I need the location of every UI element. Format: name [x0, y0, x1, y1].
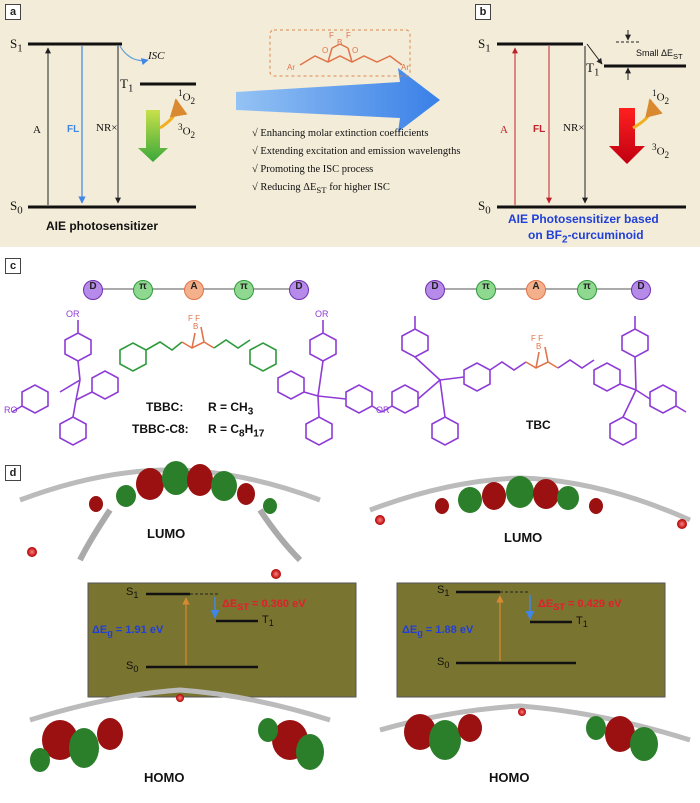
panel-label-a: a [5, 4, 21, 20]
t1-label: T1 [120, 76, 134, 95]
de-st-right: ΔEST = 0.429 eV [538, 598, 622, 613]
red-down-arrow [609, 108, 645, 164]
de-st-left: ΔEST = 0.360 eV [222, 598, 306, 613]
bf2-structure-box [269, 29, 411, 77]
bf2-structure-lines [299, 43, 403, 66]
s0-label-d-left: S0 [126, 660, 139, 675]
point-2: √ Extending excitation and emission wave… [252, 146, 461, 157]
struct-o2: O [352, 46, 359, 55]
s1-label-d-right: S1 [437, 584, 450, 599]
singlet-oxygen-label: 1O2 [178, 88, 196, 106]
point-1: √ Enhancing molar extinction coefficient… [252, 128, 429, 139]
s1-label-b: S1 [478, 36, 491, 55]
s0-label-d-right: S0 [437, 656, 450, 671]
jablonski-diagram-b [497, 30, 686, 209]
point-4: √ Reducing ΔEST for higher ISC [252, 182, 390, 196]
singlet-oxygen-label-b: 1O2 [652, 88, 670, 106]
isc-arrow-b [586, 43, 603, 65]
triplet-oxygen-label: 3O2 [178, 122, 196, 140]
tbc-f-b: F F [531, 334, 544, 343]
s0-label-b: S0 [478, 198, 491, 217]
chain-right-donor-2: D [631, 280, 651, 300]
chain-left-donor-2: D [289, 280, 309, 300]
absorption-label: A [33, 124, 41, 136]
tbbc-r: R = CH3 [208, 400, 254, 418]
tbbc-or-right: OR [376, 405, 390, 415]
chain-left-acceptor: A [184, 280, 204, 300]
tbbc-label: TBBC: [146, 400, 184, 414]
tbbc-b: B [193, 322, 199, 331]
isc-arrow [119, 45, 149, 66]
t1-label-d-right: T1 [576, 615, 588, 630]
tbbc-molecule [11, 320, 383, 446]
homo-label-right: HOMO [489, 770, 530, 785]
tbbc-c8-label: TBBC-C8: [132, 422, 189, 436]
tbbc-c8-r: R = C8H17 [208, 422, 265, 440]
s1-label-d-left: S1 [126, 586, 139, 601]
panel-b-caption-line2: on BF2-curcuminoid [528, 228, 644, 246]
isc-label: ISC [148, 50, 165, 62]
chain-left-pi-2: π [234, 280, 254, 300]
struct-f1: F [329, 31, 334, 40]
tbc-b: B [536, 342, 542, 351]
panel-a-caption: AIE photosensitizer [46, 219, 159, 233]
panel-label-c: c [5, 258, 21, 274]
tbbc-or-top-right: OR [315, 309, 329, 319]
tbbc-or-top-left: OR [66, 309, 80, 319]
chain-left-pi-1: π [133, 280, 153, 300]
absorption-label-b: A [500, 124, 508, 136]
energy-box-right [396, 582, 666, 698]
chain-right-pi-1: π [476, 280, 496, 300]
struct-o1: O [322, 46, 329, 55]
energy-levels-left [146, 592, 258, 669]
s1-label: S1 [10, 36, 23, 55]
lumo-label-left: LUMO [147, 526, 186, 541]
oxygen-curve-arrow [159, 98, 188, 130]
de-g-left: ΔEg = 1.91 eV [92, 624, 164, 639]
lumo-label-right: LUMO [504, 530, 543, 545]
fluorescence-label-b: FL [533, 124, 546, 135]
t1-label-d-left: T1 [262, 614, 274, 629]
chain-right-acceptor: A [526, 280, 546, 300]
tbbc-f-b: F F [188, 314, 201, 323]
lumo-right-render [369, 475, 692, 529]
panel-label-b: b [475, 4, 491, 20]
panel-b-caption-line1: AIE Photosensitizer based [508, 212, 659, 226]
nonradiative-label: NR× [96, 122, 118, 134]
point-3: √ Promoting the ISC process [252, 164, 374, 175]
lumo-left-render [19, 461, 321, 579]
struct-f2: F [346, 31, 351, 40]
panel-label-d: d [5, 465, 21, 481]
homo-left-render [29, 687, 331, 772]
small-de-label: Small ΔEST [636, 48, 683, 61]
homo-right-render [379, 703, 691, 761]
triplet-oxygen-label-b: 3O2 [652, 142, 670, 160]
struct-b: B [337, 38, 343, 47]
tbbc-ro-left: RO [4, 405, 18, 415]
big-blue-arrow [236, 68, 440, 132]
energy-levels-right [456, 590, 576, 665]
struct-ar1: Ar [287, 63, 295, 72]
jablonski-diagram-a [28, 42, 196, 209]
s0-label: S0 [10, 198, 23, 217]
tbc-molecule [381, 316, 687, 446]
chain-left-donor-1: D [83, 280, 103, 300]
homo-label-left: HOMO [144, 770, 185, 785]
struct-ar2: Ar [401, 63, 409, 72]
tbc-label: TBC [526, 418, 551, 432]
t1-label-b: T1 [586, 60, 600, 79]
green-down-arrow [138, 110, 168, 162]
nonradiative-label-b: NR× [563, 122, 585, 134]
chain-right-pi-2: π [577, 280, 597, 300]
oxygen-curve-arrow-b [632, 98, 663, 130]
de-g-right: ΔEg = 1.88 eV [402, 624, 474, 639]
chain-right-donor-1: D [425, 280, 445, 300]
fluorescence-label: FL [67, 124, 80, 135]
energy-box-left [87, 582, 357, 698]
